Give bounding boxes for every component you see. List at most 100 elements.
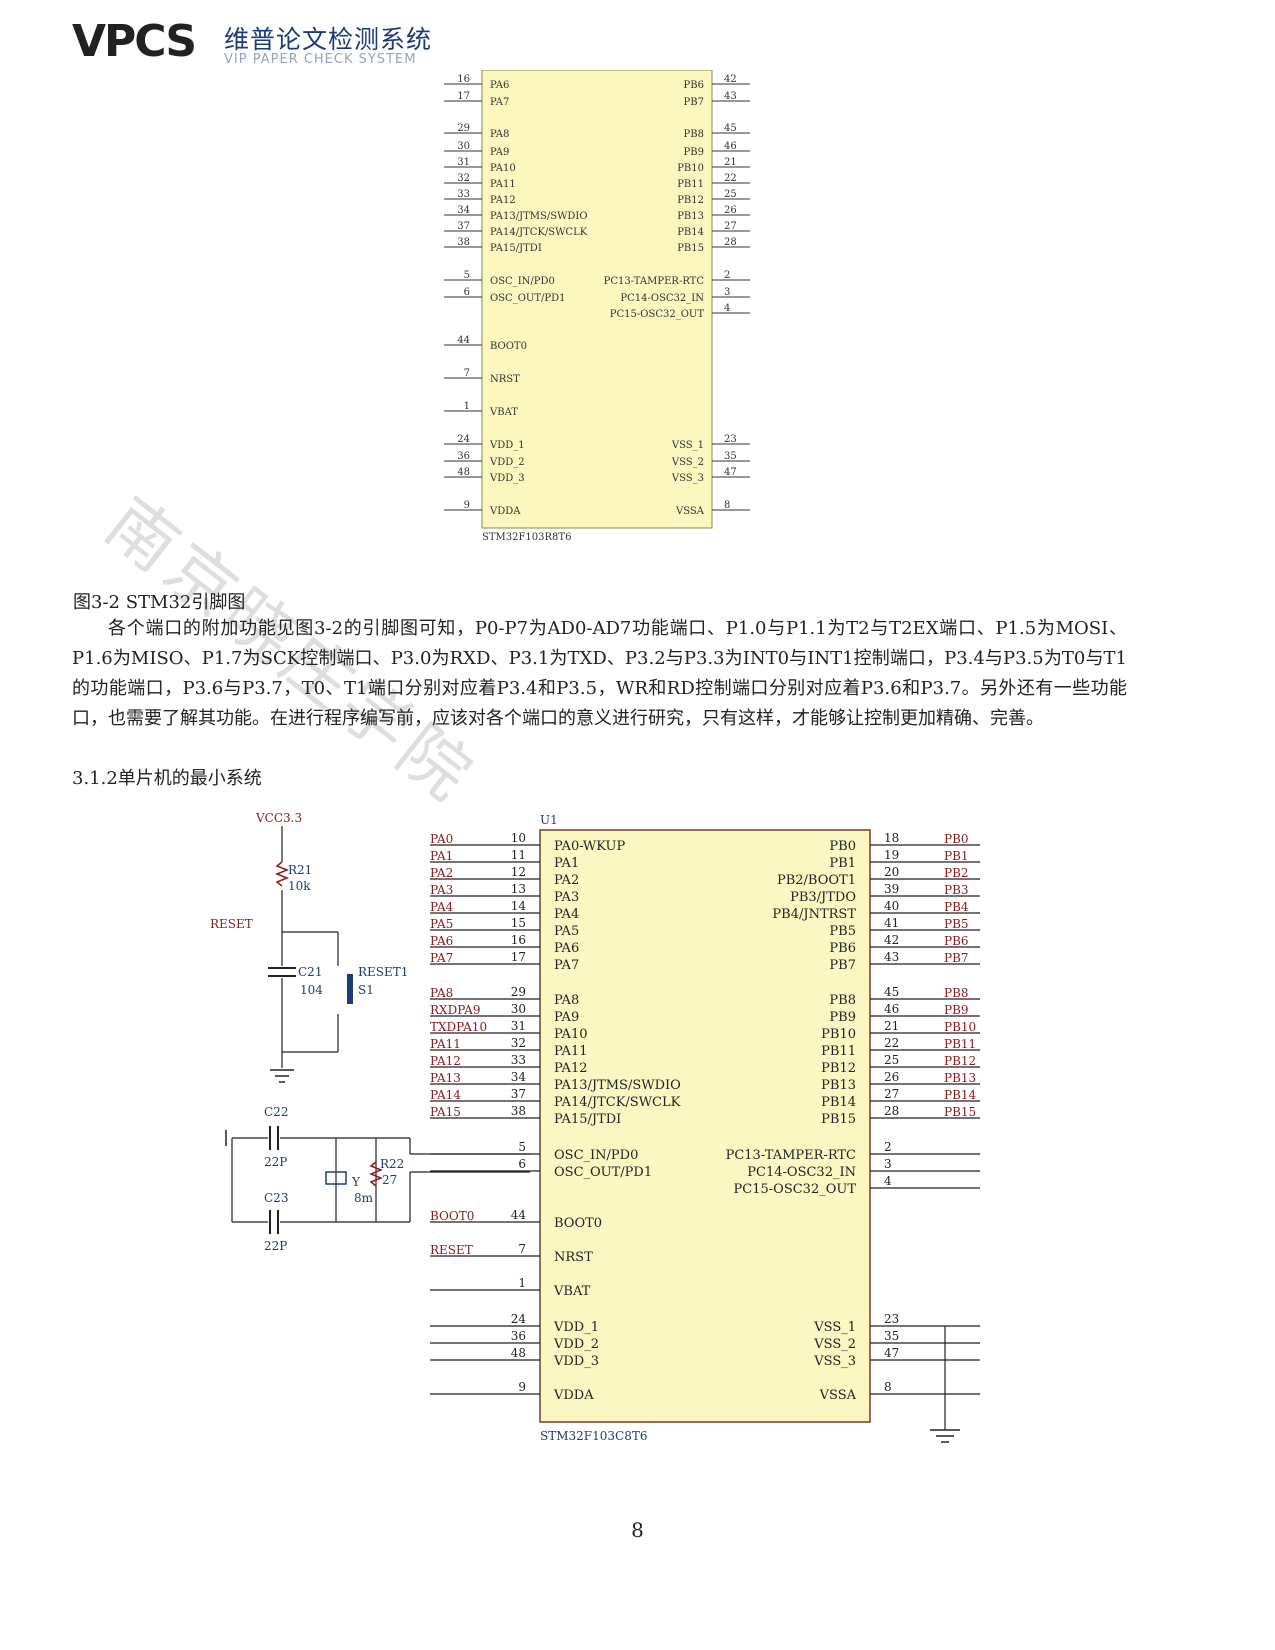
pin-label: PB10: [821, 1027, 856, 1042]
pin-label: VSS_1: [671, 440, 704, 451]
pin-label: VDD_3: [553, 1354, 599, 1369]
pin-label: PB10: [677, 163, 704, 174]
pin-number: 3: [884, 1157, 892, 1171]
net-label: RESET: [430, 1243, 473, 1257]
pin-label: PB6: [684, 80, 704, 91]
pin-number: 41: [884, 916, 899, 930]
pin-label: PB7: [684, 97, 704, 108]
pin-label: OSC_IN/PD0: [554, 1148, 638, 1163]
pin-number: 3: [724, 287, 730, 298]
net-label: PA5: [430, 917, 453, 931]
pin-number: 17: [511, 950, 526, 964]
net-label: PA0: [430, 832, 453, 846]
net-label: RXDPA9: [430, 1003, 480, 1017]
net-label: PB3: [944, 883, 969, 897]
pin-label: VSSA: [819, 1388, 857, 1403]
pin-label: PB14: [821, 1095, 856, 1110]
pin-label: PB7: [829, 958, 856, 973]
pin-number: 27: [724, 221, 737, 232]
paragraph-text: 各个端口的附加功能见图3-2的引脚图可知，P0-P7为AD0-AD7功能端口、P…: [72, 618, 1127, 729]
pin-label: PB15: [821, 1112, 856, 1127]
pin-label: PB8: [684, 129, 704, 140]
net-label: PB13: [944, 1071, 976, 1085]
net-label: PB10: [944, 1020, 976, 1034]
pin-number: 28: [724, 237, 737, 248]
net-label: PA4: [430, 900, 454, 914]
pin-number: 22: [724, 173, 737, 184]
pin-label: VSS_3: [671, 473, 704, 484]
pin-number: 17: [457, 91, 470, 102]
net-label: PB4: [944, 900, 969, 914]
stm32-pinout-figure: 16PA617PA729PA830PA931PA1032PA1133PA1234…: [444, 70, 750, 543]
pin-number: 45: [724, 123, 737, 134]
pin-number: 31: [511, 1019, 526, 1033]
logo-english-name: VIP PAPER CHECK SYSTEM: [224, 52, 417, 67]
pin-label: PA14/JTCK/SWCLK: [490, 227, 588, 238]
net-label: PB1: [944, 849, 969, 863]
pin-number: 30: [511, 1002, 526, 1016]
net-label: PA12: [430, 1054, 461, 1068]
capacitor-ref: C21: [298, 965, 322, 979]
capacitor-value: 22P: [264, 1155, 287, 1169]
pin-label: OSC_OUT/PD1: [554, 1165, 652, 1180]
pin-label: VBAT: [553, 1284, 591, 1299]
pin-number: 37: [511, 1087, 526, 1101]
pin-number: 30: [457, 141, 470, 152]
pin-label: PB13: [821, 1078, 856, 1093]
pin-label: OSC_OUT/PD1: [490, 293, 565, 304]
pin-number: 32: [457, 173, 470, 184]
pin-label: PA2: [554, 873, 579, 888]
switch-ref: RESET1: [358, 965, 408, 979]
pin-number: 39: [884, 882, 899, 896]
pin-number: 28: [884, 1104, 899, 1118]
pin-label: BOOT0: [554, 1216, 602, 1231]
crystal-value: 8m: [354, 1191, 374, 1205]
net-label: PB7: [944, 951, 969, 965]
pin-number: 46: [724, 141, 737, 152]
pin-label: VSS_1: [813, 1320, 856, 1335]
resistor-ref: R21: [288, 863, 312, 877]
pin-number: 42: [884, 933, 899, 947]
pin-label: PA9: [490, 147, 509, 158]
pin-number: 8: [884, 1380, 892, 1394]
net-label: PA1: [430, 849, 453, 863]
pin-number: 6: [518, 1157, 526, 1171]
pin-number: 31: [457, 157, 470, 168]
pin-label: VDD_1: [489, 440, 525, 451]
pin-number: 36: [457, 451, 470, 462]
pin-label: PA3: [554, 890, 579, 905]
pin-number: 44: [511, 1208, 527, 1222]
pin-number: 23: [884, 1312, 899, 1326]
pin-label: PB8: [829, 993, 856, 1008]
pin-label: PB11: [677, 179, 704, 190]
pin-number: 20: [884, 865, 899, 879]
pin-number: 35: [724, 451, 737, 462]
capacitor-value: 22P: [264, 1239, 287, 1253]
part-number: STM32F103R8T6: [482, 532, 571, 543]
net-label: PB15: [944, 1105, 976, 1119]
pin-number: 9: [464, 500, 470, 511]
pin-label: VDDA: [553, 1388, 594, 1403]
pin-number: 2: [884, 1140, 892, 1154]
pin-label: PB4/JNTRST: [772, 907, 856, 922]
pin-label: PB14: [677, 227, 704, 238]
pin-number: 47: [724, 467, 737, 478]
pin-label: PB5: [829, 924, 856, 939]
pin-number: 1: [464, 401, 470, 412]
net-label: PA3: [430, 883, 453, 897]
pin-number: 36: [511, 1329, 526, 1343]
chip-ref: U1: [540, 813, 558, 827]
pin-label: PA14/JTCK/SWCLK: [554, 1095, 681, 1110]
pin-label: PA5: [554, 924, 579, 939]
pin-label: OSC_IN/PD0: [490, 276, 555, 287]
net-label: PB5: [944, 917, 969, 931]
crystal-ref: Y: [351, 1175, 361, 1189]
pin-label: PB12: [821, 1061, 856, 1076]
pin-number: 37: [457, 221, 470, 232]
resistor-r22: [368, 1161, 384, 1187]
pin-label: VSS_2: [671, 457, 704, 468]
pin-label: PC15-OSC32_OUT: [734, 1182, 857, 1197]
pin-number: 29: [511, 985, 526, 999]
capacitor-ref: C23: [264, 1191, 288, 1205]
net-label: PA6: [430, 934, 453, 948]
